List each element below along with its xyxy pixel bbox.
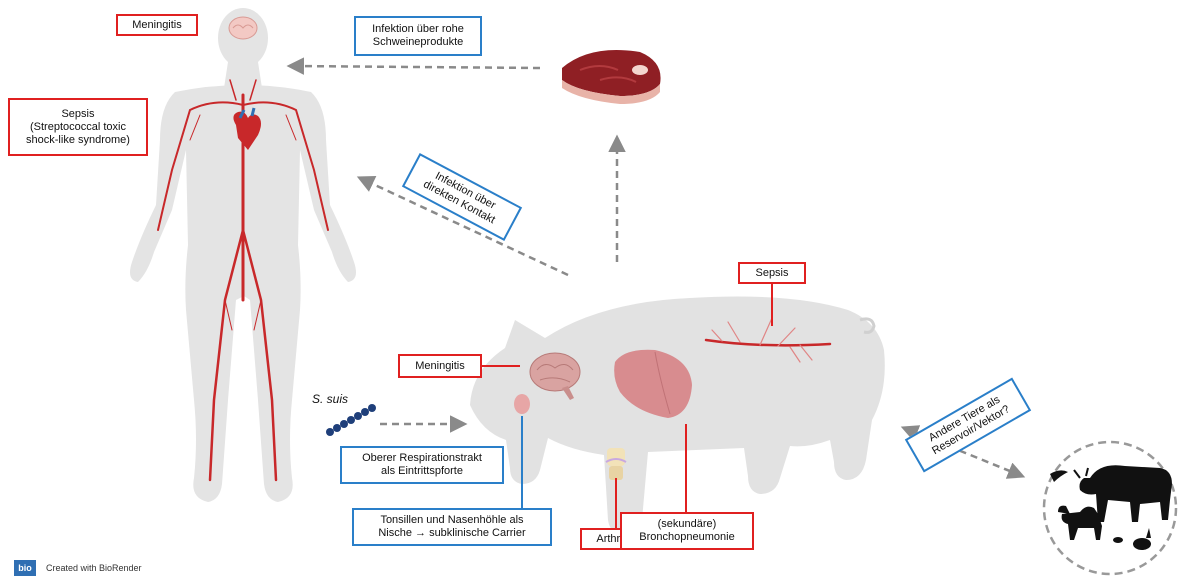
tonsils-text: Tonsillen und Nasenhöhle als Nische → su… (378, 514, 525, 540)
sepsis-human-label: Sepsis (Streptococcal toxic shock-like s… (8, 98, 148, 156)
pig-body-illustration (470, 297, 885, 537)
s-suis-label: S. suis (312, 392, 348, 406)
infection-raw-label: Infektion über rohe Schweineprodukte (354, 16, 482, 56)
broncho-label: (sekundäre) Bronchopneumonie (620, 512, 754, 550)
meningitis-pig-text: Meningitis (415, 360, 465, 373)
footer-text: Created with BioRender (46, 563, 142, 573)
broncho-text: (sekundäre) Bronchopneumonie (639, 518, 734, 544)
human-brain-icon (229, 17, 257, 39)
infection-raw-text: Infektion über rohe Schweineprodukte (372, 23, 464, 49)
biorender-logo: bio (14, 560, 36, 576)
upper-resp-text: Oberer Respirationstrakt als Eintrittspf… (362, 452, 482, 478)
pig-joint-icon (606, 448, 626, 480)
s-suis-text: S. suis (312, 392, 348, 406)
tonsils-label: Tonsillen und Nasenhöhle als Nische → su… (352, 508, 552, 546)
sepsis-pig-label: Sepsis (738, 262, 806, 284)
raw-pork-icon (562, 50, 661, 104)
arrow-meat-to-human (290, 66, 540, 68)
meningitis-human-label: Meningitis (116, 14, 198, 36)
other-animals-group (1044, 442, 1176, 574)
s-suis-bacteria-icon (326, 404, 376, 436)
footer: bio Created with BioRender (14, 560, 142, 576)
pig-tonsil-icon (514, 394, 530, 414)
meningitis-pig-label: Meningitis (398, 354, 482, 378)
mouse-icon (1113, 537, 1123, 543)
upper-resp-label: Oberer Respirationstrakt als Eintrittspf… (340, 446, 504, 484)
meningitis-human-text: Meningitis (132, 19, 182, 32)
sepsis-human-text: Sepsis (Streptococcal toxic shock-like s… (26, 108, 130, 147)
sepsis-pig-text: Sepsis (755, 267, 788, 280)
